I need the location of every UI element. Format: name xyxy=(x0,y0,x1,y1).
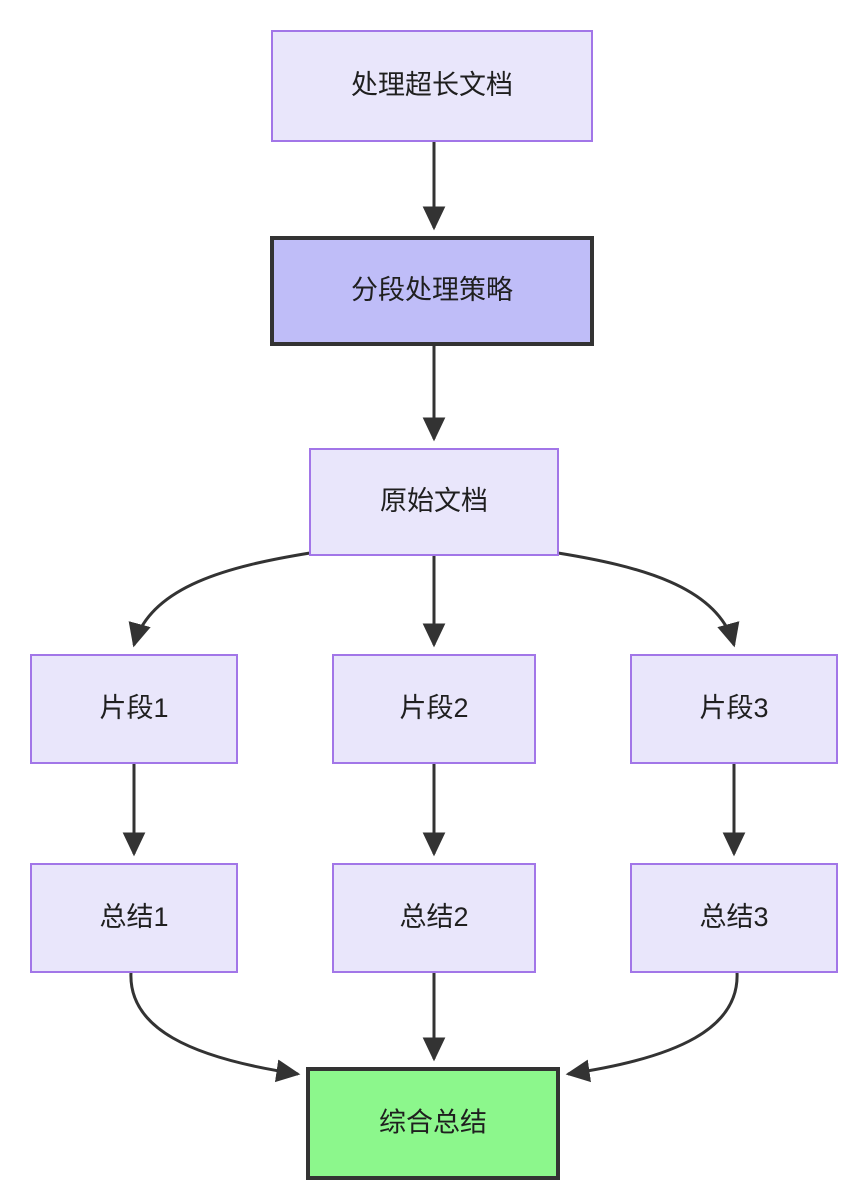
node-box-sum1[interactable] xyxy=(30,863,238,973)
edge-origin-to-chunk1 xyxy=(128,551,311,648)
node-sum1[interactable]: 总结1 xyxy=(30,863,238,973)
node-final[interactable]: 综合总结 xyxy=(306,1067,560,1180)
node-origin[interactable]: 原始文档 xyxy=(309,448,559,556)
node-box-chunk1[interactable] xyxy=(30,654,238,764)
node-box-chunk3[interactable] xyxy=(630,654,838,764)
node-chunk1[interactable]: 片段1 xyxy=(30,654,238,764)
node-box-origin[interactable] xyxy=(309,448,559,556)
node-box-doc[interactable] xyxy=(271,30,593,142)
node-box-sum3[interactable] xyxy=(630,863,838,973)
edge-origin-to-chunk3 xyxy=(557,551,740,648)
edge-sum1-to-final xyxy=(129,971,301,1083)
node-strategy[interactable]: 分段处理策略 xyxy=(270,236,594,346)
node-doc[interactable]: 处理超长文档 xyxy=(271,30,593,142)
edges-layer xyxy=(122,141,746,1083)
node-chunk3[interactable]: 片段3 xyxy=(630,654,838,764)
node-sum3[interactable]: 总结3 xyxy=(630,863,838,973)
node-chunk2[interactable]: 片段2 xyxy=(332,654,536,764)
node-sum2[interactable]: 总结2 xyxy=(332,863,536,973)
node-box-strategy[interactable] xyxy=(270,236,594,346)
node-box-sum2[interactable] xyxy=(332,863,536,973)
node-box-final[interactable] xyxy=(306,1067,560,1180)
edge-sum3-to-final xyxy=(565,971,739,1083)
node-box-chunk2[interactable] xyxy=(332,654,536,764)
